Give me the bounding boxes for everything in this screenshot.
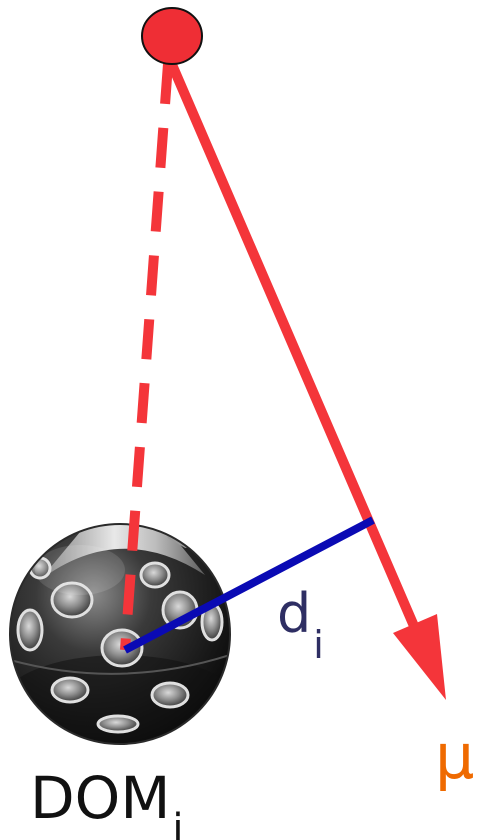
- muon-arrowhead: [393, 614, 446, 700]
- dom-label: DOMi: [30, 764, 183, 840]
- muon-label: μ: [435, 720, 474, 793]
- distance-label: di: [277, 582, 324, 667]
- optical-module-icon: [9, 523, 231, 745]
- muon-track-line: [165, 55, 425, 645]
- emission-point-icon: [141, 7, 203, 65]
- dashed-direct-path: [120, 63, 173, 651]
- distance-label-subscript: i: [313, 623, 324, 667]
- distance-line: [123, 516, 375, 654]
- dom-label-subscript: i: [172, 806, 183, 840]
